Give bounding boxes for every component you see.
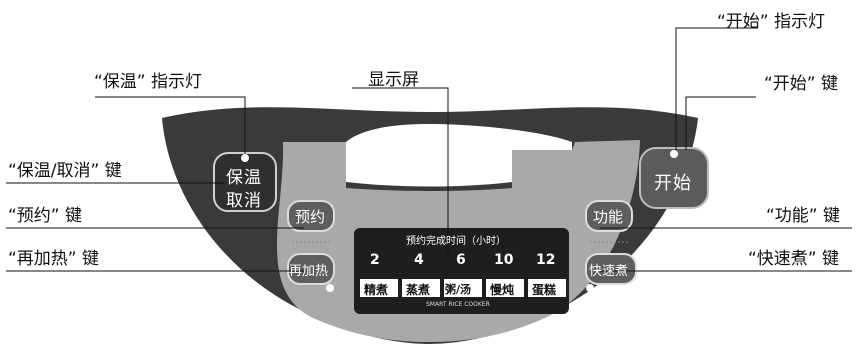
reheat-indicator-light <box>326 284 334 292</box>
quick-cook-button[interactable] <box>585 253 637 285</box>
start-button[interactable] <box>639 147 709 209</box>
panel-notch <box>346 124 572 187</box>
function-label: 功能 <box>593 208 624 226</box>
callout-preset-key: “预约” 键 <box>8 206 83 226</box>
mode-label: 慢炖 <box>490 283 515 297</box>
display-hour-6: 6 <box>456 252 466 268</box>
preset-button[interactable] <box>287 200 335 232</box>
preset-label: 预约 <box>295 208 326 226</box>
keep-warm-label-line2: 取消 <box>226 191 262 211</box>
mode-box <box>402 279 440 297</box>
callout-start-indicator: “开始” 指示灯 <box>717 12 826 32</box>
callout-display: 显示屏 <box>368 70 419 90</box>
keep-warm-label-line1: 保温 <box>226 168 262 188</box>
callout-keep-warm-cancel-key: “保温/取消” 键 <box>8 161 122 181</box>
mode-label: 粥/汤 <box>445 283 472 296</box>
callout-keep-warm-indicator: “保温” 指示灯 <box>94 72 203 92</box>
mode-box <box>444 279 482 297</box>
start-label: 开始 <box>654 173 692 194</box>
reheat-label: 再加热 <box>289 264 329 279</box>
quick-cook-indicator-light <box>586 284 594 292</box>
display-hour-2: 2 <box>370 252 380 268</box>
callout-function-key: “功能” 键 <box>766 206 841 226</box>
start-indicator-light <box>670 150 678 158</box>
mode-box <box>360 279 398 297</box>
keep-warm-indicator-light <box>241 154 249 162</box>
mode-label: 蒸煮 <box>406 283 431 297</box>
leader-keep-warm-indicator <box>95 96 246 154</box>
mode-label: 精煮 <box>364 283 389 297</box>
mode-boxes <box>360 279 566 297</box>
function-button[interactable] <box>585 200 633 232</box>
leader-display <box>352 87 449 258</box>
leader-lines <box>6 27 852 272</box>
reheat-button[interactable] <box>287 253 335 285</box>
leader-start-indicator <box>675 27 758 150</box>
display-hour-10: 10 <box>494 252 514 268</box>
callout-start-key: “开始” 键 <box>764 74 839 94</box>
mode-label: 蛋糕 <box>532 283 557 297</box>
mode-box <box>486 279 524 297</box>
callout-reheat-key: “再加热” 键 <box>8 249 100 269</box>
display-brand: SMART RICE COOKER <box>426 301 490 308</box>
leader-start-key <box>685 96 756 150</box>
mode-box <box>528 279 566 297</box>
quick-cook-label: 快速煮 <box>589 264 629 279</box>
callout-quick-cook-key: “快速煮” 键 <box>748 249 840 269</box>
display-title: 预约完成时间（小时） <box>406 236 506 247</box>
display-hour-12: 12 <box>536 252 556 268</box>
display-hour-4: 4 <box>414 252 424 268</box>
